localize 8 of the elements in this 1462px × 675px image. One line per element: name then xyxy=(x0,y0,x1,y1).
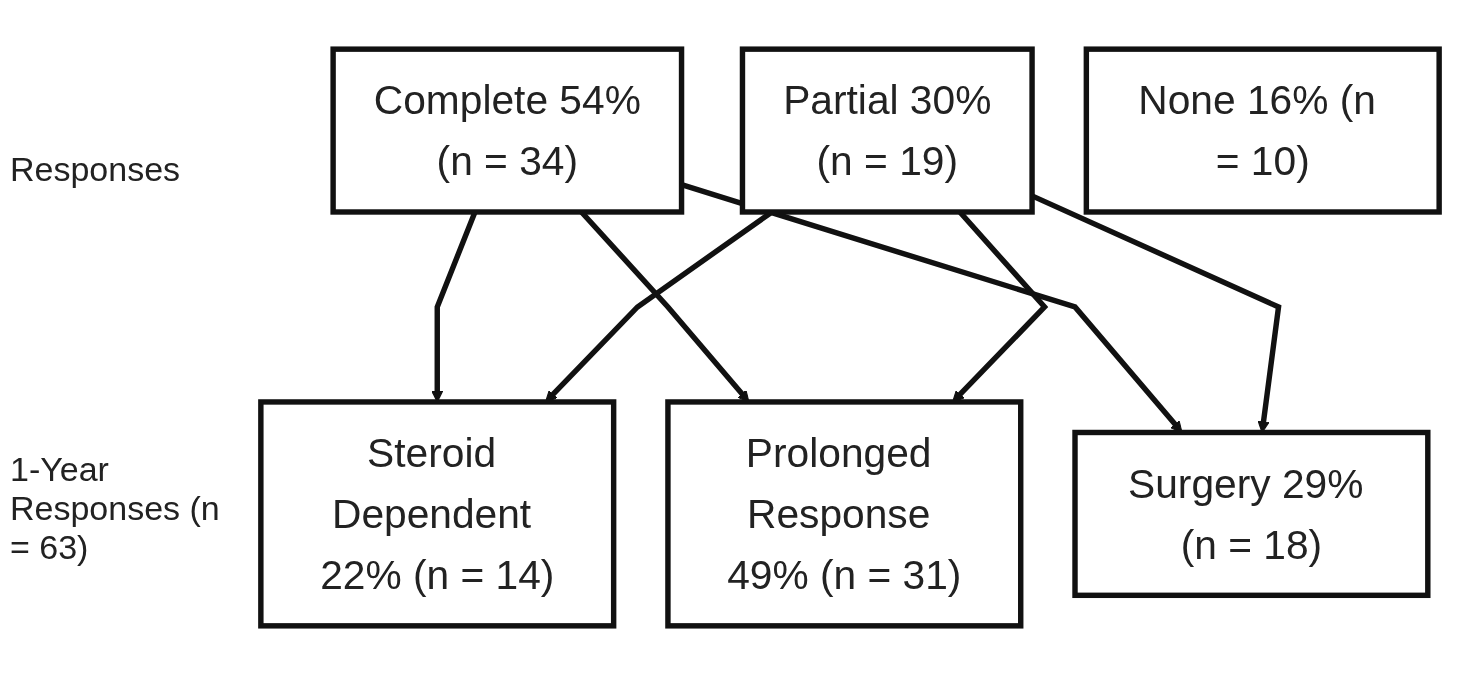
node-box: Surgery 29% (n = 18) xyxy=(1072,429,1431,599)
node-box: Partial 30% (n = 19) xyxy=(739,46,1035,215)
node-box: Steroid Dependent 22% (n = 14) xyxy=(258,399,617,629)
node-box: Complete 54% (n = 34) xyxy=(330,46,685,215)
node-box: Prolonged Response 49% (n = 31) xyxy=(665,399,1024,629)
row-label: 1-Year Responses (n = 63) xyxy=(10,450,221,567)
row-label: Responses xyxy=(10,150,182,189)
node-box: None 16% (n = 10) xyxy=(1083,46,1442,215)
